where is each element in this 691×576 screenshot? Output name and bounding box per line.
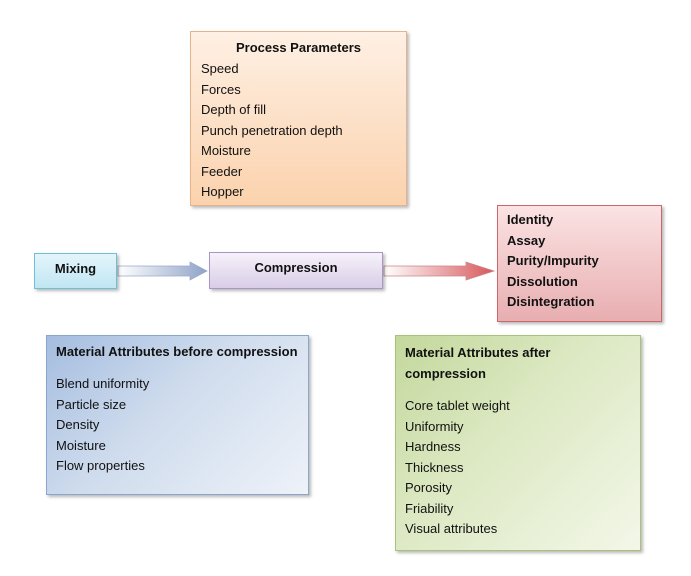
material-after-item: Core tablet weight [405,398,510,413]
material-before-item: Particle size [56,396,127,412]
process-parameters-title: Process Parameters [235,40,362,55]
mixing-box: Mixing [34,253,117,289]
material-before-box: Material Attributes before compression B… [46,335,309,495]
arrow-compression-to-quality [383,261,496,281]
material-before-title: Material Attributes before compression [56,344,298,359]
material-after-item: Hardness [405,439,461,454]
process-parameter-item: Speed [201,61,239,76]
quality-attribute-item: Disintegration [507,294,595,309]
process-parameter-item: Forces [201,81,241,97]
material-before-item: Flow properties [56,458,145,473]
quality-attribute-item: Purity/Impurity [507,253,599,268]
material-after-item: Porosity [405,480,452,495]
material-after-item: Visual attributes [405,521,498,536]
material-before-item: Density [56,417,100,432]
material-after-item: Friability [405,500,454,516]
material-after-item: Thickness [405,459,464,475]
process-parameters-box: Process Parameters Speed Forces Depth of… [190,31,407,206]
process-parameter-item: Moisture [201,143,251,158]
quality-attributes-box: Identity Assay Purity/Impurity Dissoluti… [497,205,662,322]
process-parameter-item: Hopper [201,184,244,199]
material-before-item: Blend uniformity [56,376,150,391]
compression-box: Compression [209,252,383,289]
quality-attribute-item: Identity [507,212,554,227]
arrow-mixing-to-compression [117,261,208,281]
material-after-item: Uniformity [405,418,464,434]
process-parameter-item: Punch penetration depth [201,122,343,138]
process-parameter-item: Feeder [201,163,243,179]
material-before-item: Moisture [56,437,106,453]
material-after-title: Material Attributes after compression [405,345,551,381]
process-parameter-item: Depth of fill [201,102,267,117]
quality-attribute-item: Assay [507,232,546,248]
material-after-box: Material Attributes after compression Co… [395,335,641,551]
quality-attribute-item: Dissolution [507,273,578,289]
